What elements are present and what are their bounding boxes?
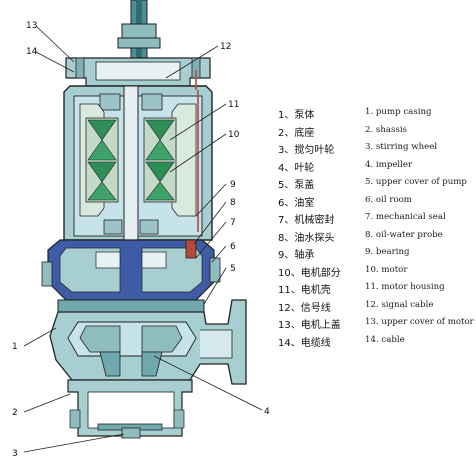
bearing-upper xyxy=(99,93,163,111)
legend-row: 9、轴承 9. bearing xyxy=(278,246,474,264)
legend-en: 3. stirring wheel xyxy=(365,142,438,152)
legend-zh: 11、电机壳 xyxy=(278,285,331,296)
legend-row: 13、电机上盖 13. upper cover of motor xyxy=(278,316,474,334)
legend-row: 2、底座 2. shassis xyxy=(278,124,474,142)
legend-en: 4. impeller xyxy=(365,159,413,170)
legend-en: 14. cable xyxy=(365,334,405,345)
legend-row: 4、叶轮 4. impeller xyxy=(278,159,474,177)
oil-room xyxy=(47,239,215,301)
legend-zh: 3、搅匀叶轮 xyxy=(278,145,335,156)
legend-zh: 6、油室 xyxy=(278,197,315,209)
legend-zh: 12、信号线 xyxy=(278,302,331,314)
signal-cable xyxy=(195,70,199,232)
bearing-lower xyxy=(103,219,159,235)
legend-zh: 10、电机部分 xyxy=(278,267,341,279)
legend-zh: 8、油水探头 xyxy=(278,232,335,244)
callout-7: 7 xyxy=(230,218,236,228)
motor-winding-right xyxy=(143,103,197,217)
callout-10: 10 xyxy=(228,130,240,140)
legend-en: 12. signal cable xyxy=(365,299,434,310)
legend-en: 13. upper cover of motor xyxy=(365,317,474,327)
legend-row: 12、信号线 12. signal cable xyxy=(278,299,474,317)
legend-zh: 14、电缆线 xyxy=(278,337,331,349)
legend-en: 1. pump casing xyxy=(365,107,432,117)
leader-lines xyxy=(23,25,263,453)
callout-13: 13 xyxy=(26,21,37,31)
callout-4: 4 xyxy=(264,407,270,417)
callout-3: 3 xyxy=(12,449,18,459)
legend-zh: 2、底座 xyxy=(278,127,315,139)
legend-en: 10. motor xyxy=(365,264,408,275)
impeller xyxy=(79,325,183,377)
legend-row: 1、泵体 1. pump casing xyxy=(278,106,474,124)
stirring-wheel xyxy=(97,423,163,439)
upper-cover-of-motor xyxy=(65,57,211,87)
callout-14: 14 xyxy=(26,47,38,57)
legend-row: 14、电缆线 14. cable xyxy=(278,334,474,352)
callout-8: 8 xyxy=(230,198,236,208)
motor-winding-left xyxy=(79,103,119,217)
callout-12: 12 xyxy=(220,42,231,52)
legend-row: 11、电机壳 11. motor housing xyxy=(278,281,474,299)
legend-zh: 9、轴承 xyxy=(278,250,315,261)
legend-zh: 7、机械密封 xyxy=(278,215,335,226)
callout-5: 5 xyxy=(230,264,236,274)
legend-zh: 1、泵体 xyxy=(278,110,315,121)
callout-11: 11 xyxy=(228,100,239,110)
parts-legend: 1、泵体 1. pump casing 2、底座 2. shassis 3、搅匀… xyxy=(278,106,474,351)
legend-row: 7、机械密封 7. mechanical seal xyxy=(278,211,474,229)
upper-cover-of-pump xyxy=(57,299,205,313)
legend-zh: 13、电机上盖 xyxy=(278,320,341,331)
oil-water-probe xyxy=(185,239,197,259)
legend-en: 9. bearing xyxy=(365,247,410,257)
legend-en: 7. mechanical seal xyxy=(365,212,446,222)
callout-6: 6 xyxy=(230,242,236,252)
legend-en: 6. oil room xyxy=(365,194,412,205)
callout-numbers: 13 14 12 11 10 9 8 7 6 5 1 2 3 4 xyxy=(12,21,270,459)
cable xyxy=(117,0,161,59)
legend-row: 3、搅匀叶轮 3. stirring wheel xyxy=(278,141,474,159)
legend-row: 5、泵盖 5. upper cover of pump xyxy=(278,176,474,194)
callout-1: 1 xyxy=(12,342,18,352)
legend-row: 6、油室 6. oil room xyxy=(278,194,474,212)
legend-zh: 5、泵盖 xyxy=(278,180,315,191)
callout-9: 9 xyxy=(230,180,236,190)
legend-zh: 4、叶轮 xyxy=(278,162,315,174)
legend-row: 10、电机部分 10. motor xyxy=(278,264,474,282)
legend-en: 2. shassis xyxy=(365,124,407,135)
legend-en: 8. oil-water probe xyxy=(365,229,443,240)
shassis xyxy=(67,379,193,437)
legend-en: 5. upper cover of pump xyxy=(365,177,467,187)
callout-2: 2 xyxy=(12,408,18,418)
legend-en: 11. motor housing xyxy=(365,282,445,292)
legend-row: 8、油水探头 8. oil-water probe xyxy=(278,229,474,247)
